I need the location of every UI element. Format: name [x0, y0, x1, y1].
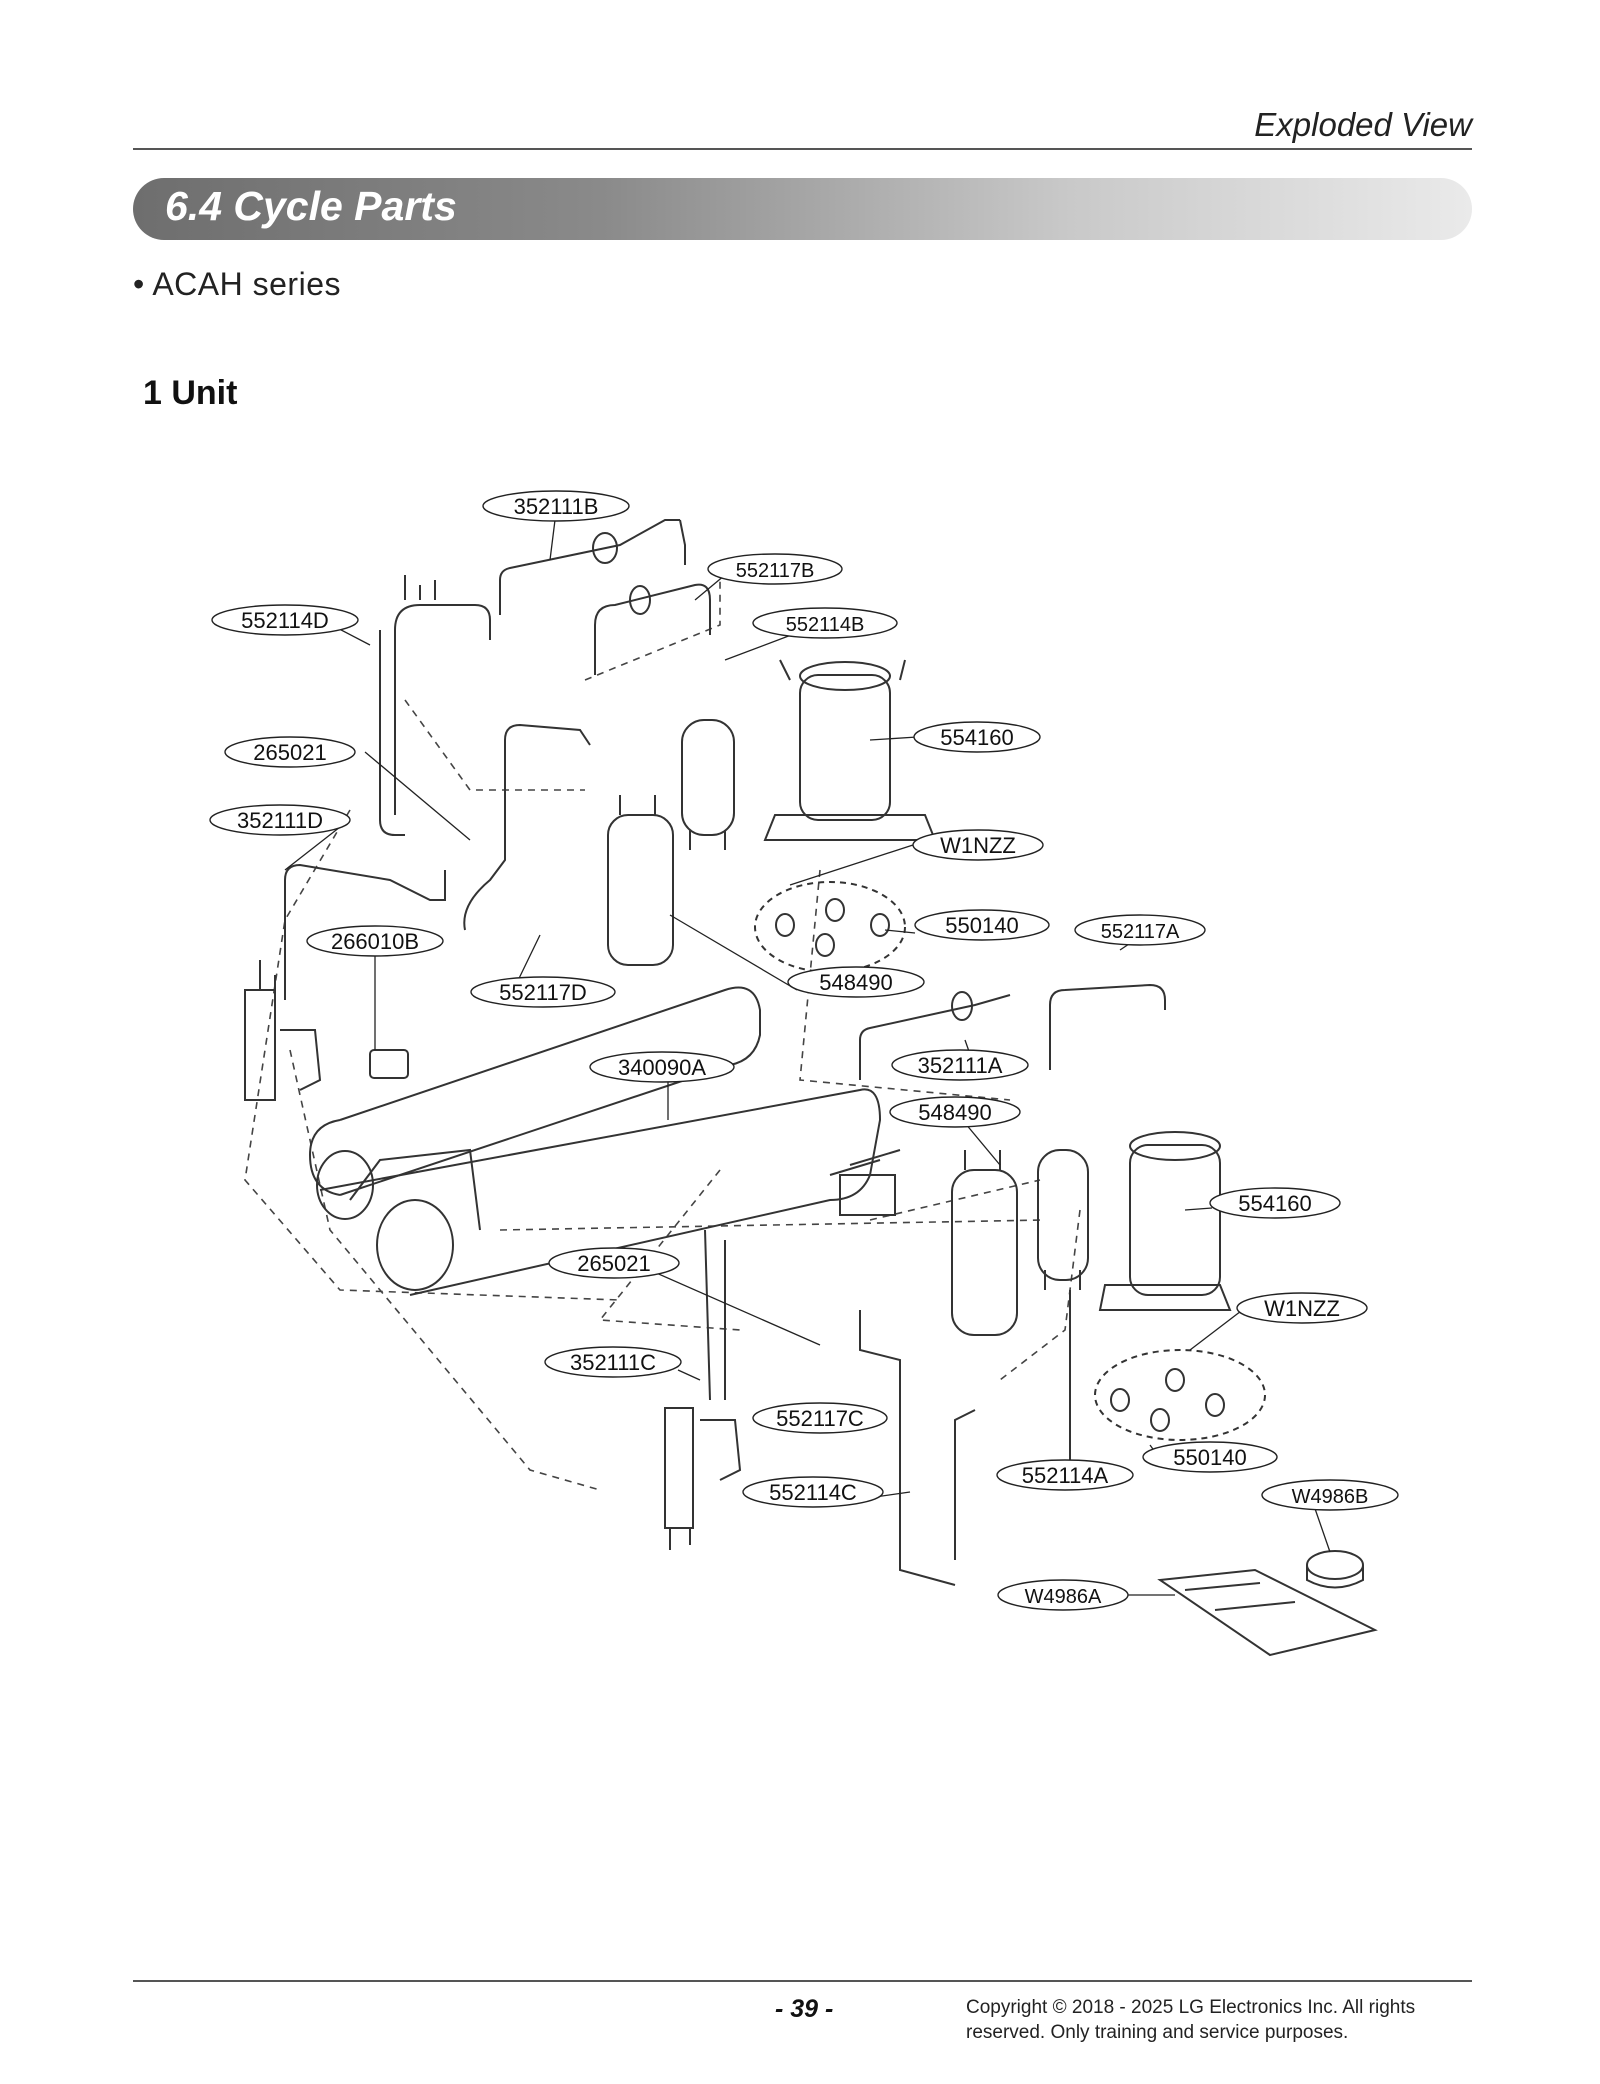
callout-550140-lower: 550140 [1142, 1441, 1278, 1473]
callout-552114a: 552114A [996, 1459, 1134, 1491]
callout-548490-lower: 548490 [889, 1096, 1021, 1128]
callout-label: 352111B [514, 494, 599, 519]
callout-265021-top: 265021 [224, 736, 356, 768]
callout-552114d: 552114D [211, 604, 359, 636]
footer-divider [133, 1980, 1472, 1982]
series-label: • ACAH series [133, 266, 341, 302]
copyright-line: Copyright © 2018 - 2025 LG Electronics I… [966, 1997, 1416, 2018]
callout-352111d: 352111D [209, 804, 351, 836]
callout-552114c: 552114C [742, 1476, 884, 1508]
callout-label: 554160 [940, 725, 1013, 750]
callout-352111c: 352111C [544, 1346, 682, 1378]
callout-label: 548490 [918, 1100, 991, 1125]
callout-label: W4986A [1025, 1586, 1102, 1608]
section-title: 6.4 Cycle Parts [165, 183, 457, 229]
callout-352111a: 352111A [891, 1049, 1029, 1081]
callout-labels: 352111B 552117B 552114D 552114B 554160 2… [209, 490, 1399, 1611]
page-number: - 39 - [775, 1995, 834, 2023]
callout-label: 552117C [776, 1406, 864, 1431]
callout-label: 550140 [1173, 1445, 1246, 1470]
callout-label: 352111C [570, 1350, 656, 1375]
callout-label: W4986B [1292, 1486, 1369, 1508]
callout-w1nzz-lower: W1NZZ [1236, 1292, 1368, 1324]
callout-label: 266010B [331, 929, 419, 954]
section-title-bar [133, 178, 1472, 240]
callout-552117b: 552117B [707, 553, 843, 585]
callout-552117d: 552117D [470, 976, 616, 1008]
callout-label: 552117B [736, 560, 815, 582]
callout-label: 554160 [1238, 1191, 1311, 1216]
callout-label: 552114B [786, 614, 865, 636]
callout-266010b: 266010B [306, 925, 444, 957]
exploded-view-diagram: 352111B 552117B 552114D 552114B 554160 2… [209, 490, 1399, 1657]
callout-w4986b: W4986B [1261, 1479, 1399, 1511]
callout-label: 352111D [237, 808, 323, 833]
callout-label: 352111A [918, 1053, 1003, 1078]
copyright-notice: Copyright © 2018 - 2025 LG Electronics I… [966, 1995, 1466, 2045]
callout-label: 265021 [577, 1251, 650, 1276]
callout-w1nzz-top: W1NZZ [912, 829, 1044, 861]
callout-550140-top: 550140 [914, 909, 1050, 941]
callout-w4986a: W4986A [997, 1579, 1129, 1611]
callout-label: 548490 [819, 970, 892, 995]
callout-552117a: 552117A [1074, 914, 1206, 946]
callout-label: W1NZZ [1264, 1296, 1340, 1321]
section-header-label: Exploded View [1254, 106, 1472, 143]
copyright-line: reserved. Only training and service purp… [966, 2022, 1349, 2043]
callout-label: 552117A [1101, 921, 1180, 943]
callout-265021-lower: 265021 [548, 1247, 680, 1279]
callout-548490-top: 548490 [787, 966, 925, 998]
callout-label: 552114A [1022, 1463, 1109, 1488]
callout-552117c: 552117C [752, 1402, 888, 1434]
callout-label: 550140 [945, 913, 1018, 938]
header-divider [133, 148, 1472, 150]
callout-552114b: 552114B [752, 607, 898, 639]
callout-label: 552117D [499, 980, 587, 1005]
callout-554160-top: 554160 [913, 721, 1041, 753]
callout-554160-lower: 554160 [1209, 1187, 1341, 1219]
unit-subtitle: 1 Unit [143, 374, 238, 412]
callout-label: 552114C [769, 1480, 857, 1505]
callout-label: 340090A [618, 1055, 706, 1080]
callout-label: 265021 [253, 740, 326, 765]
callout-label: 552114D [241, 608, 329, 633]
callout-label: W1NZZ [940, 833, 1016, 858]
callout-340090a: 340090A [589, 1051, 735, 1083]
callout-352111b: 352111B [482, 490, 630, 522]
